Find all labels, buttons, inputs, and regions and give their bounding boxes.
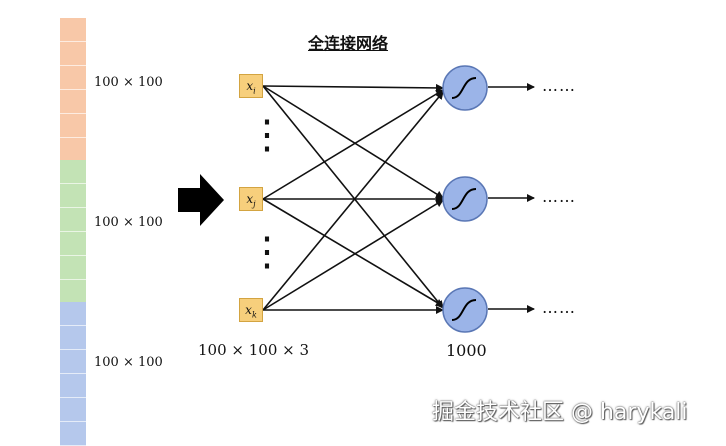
output-size-label: 1000	[446, 341, 487, 360]
block-cell	[60, 66, 86, 90]
input-node-xi-var: x	[246, 79, 254, 93]
block-cell	[60, 302, 86, 326]
block-cell	[60, 114, 86, 138]
output-ellipsis-1: ……	[542, 76, 576, 95]
vertical-ellipsis-2: ⋮	[247, 229, 288, 275]
edge-xj-n1	[262, 89, 444, 200]
edge-xk-n2	[262, 199, 444, 311]
diagram-title: 全连接网络	[308, 34, 389, 53]
input-node-xj-sub: j	[253, 199, 256, 209]
block-middle	[60, 160, 86, 304]
edge-xj-n3	[262, 198, 444, 307]
block-cell	[60, 350, 86, 374]
block-cell	[60, 160, 86, 184]
block-middle-label: 100 × 100	[94, 215, 163, 230]
edge-xk-n1	[262, 91, 444, 311]
block-cell	[60, 398, 86, 422]
block-cell	[60, 280, 86, 304]
block-cell	[60, 90, 86, 114]
block-cell	[60, 256, 86, 280]
edge-xi-n2	[262, 85, 444, 199]
sigmoid-icon	[451, 188, 477, 210]
input-node-xj-var: x	[246, 192, 254, 206]
block-cell	[60, 42, 86, 66]
input-node-xk: xk	[239, 298, 263, 322]
block-bottom-label: 100 × 100	[94, 355, 163, 370]
input-node-xi-sub: i	[253, 86, 256, 96]
edge-xi-n1	[262, 83, 444, 92]
block-top	[60, 18, 86, 162]
input-node-xk-var: x	[245, 303, 252, 317]
neuron-1	[442, 65, 488, 111]
block-top-label: 100 × 100	[94, 75, 163, 90]
block-cell	[60, 326, 86, 350]
big-arrow-icon	[178, 174, 224, 226]
output-ellipsis-2: ……	[542, 187, 576, 206]
block-cell	[60, 18, 86, 42]
output-ellipsis-3: ……	[542, 298, 576, 317]
block-cell	[60, 138, 86, 162]
edge-xi-n3	[262, 85, 444, 309]
watermark: 掘金技术社区 @ harykali	[432, 400, 688, 425]
input-node-xi: xi	[239, 74, 263, 98]
block-bottom	[60, 302, 86, 446]
input-size-label: 100 × 100 × 3	[198, 341, 310, 359]
block-cell	[60, 208, 86, 232]
input-node-xk-sub: k	[251, 310, 257, 320]
neuron-3	[442, 287, 488, 333]
input-node-xj: xj	[239, 187, 263, 211]
vertical-ellipsis-1: ⋮	[247, 112, 288, 158]
neuron-2	[442, 176, 488, 222]
sigmoid-icon	[451, 77, 477, 99]
block-cell	[60, 374, 86, 398]
sigmoid-icon	[451, 299, 477, 321]
block-cell	[60, 232, 86, 256]
block-cell	[60, 184, 86, 208]
